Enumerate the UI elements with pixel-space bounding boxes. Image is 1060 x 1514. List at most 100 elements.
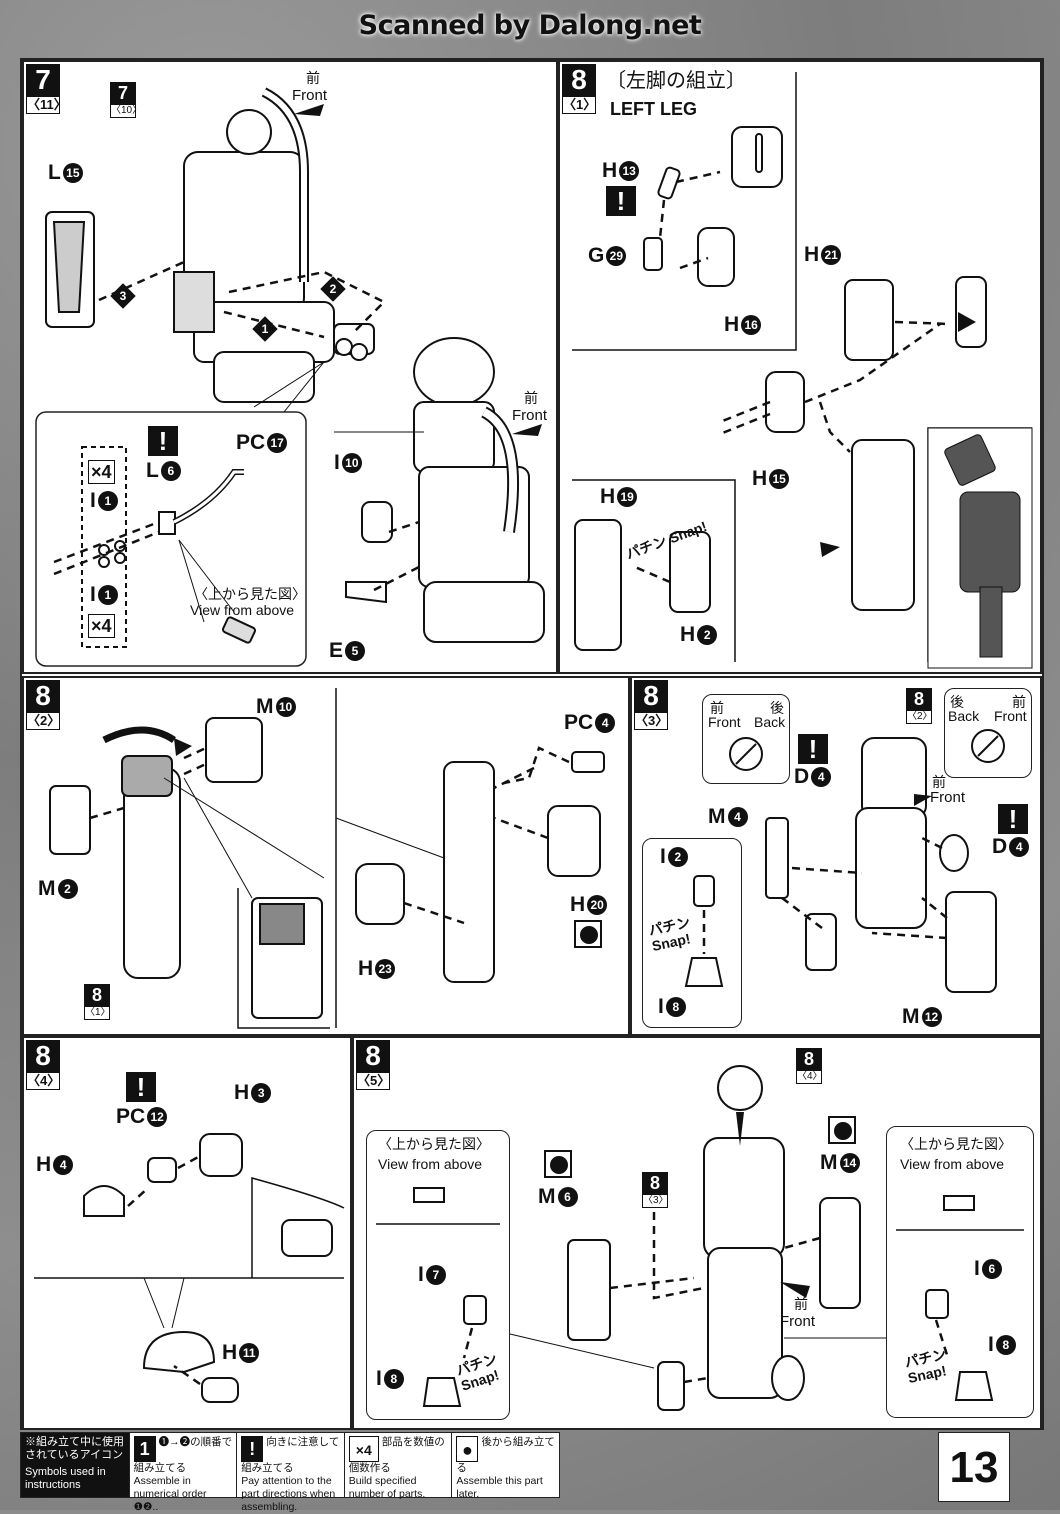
front-label-en-3: Front xyxy=(930,789,966,806)
page-number: 13 xyxy=(938,1432,1010,1502)
step-badge-8-3: 8〈3〉 xyxy=(634,680,669,730)
order-2-text: 2 xyxy=(330,282,337,296)
order-icon: 1 xyxy=(133,1436,156,1462)
ref-badge-8-4: 8〈4〉 xyxy=(796,1048,823,1084)
back-label-jp: 後 xyxy=(770,700,784,716)
watermark: Scanned by Dalong.net xyxy=(358,10,702,41)
assemble-later-icon xyxy=(574,920,602,948)
assemble-later-icon xyxy=(544,1150,572,1178)
legend-header: ※組み立て中に使用されているアイコン Symbols used in instr… xyxy=(21,1433,129,1497)
view-above-en: View from above xyxy=(378,1156,483,1172)
front-label-en-2: Front xyxy=(512,407,548,424)
front-label-jp: 前 xyxy=(306,70,320,86)
back-label-en: Back xyxy=(754,714,786,730)
front-label-en: Front xyxy=(708,714,741,730)
step-title-en: LEFT LEG xyxy=(610,99,697,119)
view-above-jp-2: 〈上から見た図〉 xyxy=(900,1136,1012,1152)
attention-icon-2: ! xyxy=(998,804,1028,834)
back-label-en-2: Back xyxy=(948,708,980,724)
panel-7-drawing: 3 2 1 xyxy=(35,87,545,667)
order-1-text: 1 xyxy=(262,322,269,336)
ref-badge-8-3: 8〈3〉 xyxy=(642,1172,669,1208)
front-label-en: Front xyxy=(780,1313,816,1330)
ref-badge-8-1: 8〈1〉 xyxy=(84,984,111,1020)
step-badge-7: 7〈11〉 xyxy=(26,64,67,114)
attention-icon: ! xyxy=(798,734,828,764)
panel-step-8-2: 8〈2〉 xyxy=(22,676,630,1036)
quantity-icon: ×4 xyxy=(348,1436,379,1462)
order-3-text: 3 xyxy=(120,289,127,303)
attention-icon: ! xyxy=(148,426,178,456)
callout-right xyxy=(886,1126,1034,1418)
front-label-en-2: Front xyxy=(994,708,1027,724)
view-above-jp: 〈上から見た図〉 xyxy=(378,1136,490,1152)
panel-8-3-drawing xyxy=(684,729,1005,993)
panel-8-5-drawing xyxy=(376,1065,1024,1411)
front-label-en: Front xyxy=(292,87,328,104)
front-label-jp-3: 前 xyxy=(932,774,946,790)
legend-item-later: ●後から組み立てる Assemble this part later. xyxy=(451,1433,559,1500)
panel-8-1-drawing xyxy=(572,72,1033,669)
attention-icon: ! xyxy=(606,186,636,216)
callout-i2-i8 xyxy=(642,838,742,1028)
attention-icon: ! xyxy=(126,1072,156,1102)
legend-item-attention: !向きに注意して組み立てる Pay attention to the part … xyxy=(236,1433,344,1513)
view-above-en: View from above xyxy=(190,602,295,618)
assemble-later-icon: ● xyxy=(456,1436,479,1462)
view-above-jp: 〈上から見た図〉 xyxy=(194,586,306,602)
step-badge-8-5: 8〈5〉 xyxy=(356,1040,391,1090)
symbol-legend: ※組み立て中に使用されているアイコン Symbols used in instr… xyxy=(20,1432,560,1513)
step-badge-8-2: 8〈2〉 xyxy=(26,680,61,730)
front-label-jp: 前 xyxy=(794,1296,808,1312)
qty-x4-top: ×4 xyxy=(88,460,115,484)
view-above-en-2: View from above xyxy=(900,1156,1005,1172)
panel-8-4-drawing xyxy=(34,1133,345,1403)
assemble-later-icon-2 xyxy=(828,1116,856,1144)
attention-icon: ! xyxy=(241,1436,264,1462)
panel-step-7: 7〈11〉 7〈10〉 xyxy=(22,60,558,674)
step-badge-8-1: 8〈1〉 xyxy=(562,64,597,114)
front-label-jp: 前 xyxy=(710,700,724,716)
front-label-jp-2: 前 xyxy=(524,390,538,406)
step-badge-8-4: 8〈4〉 xyxy=(26,1040,61,1090)
panel-step-8-3: 8〈3〉 前 Front 後 Back 後 xyxy=(630,676,1042,1036)
panel-step-8-5: 8〈5〉 xyxy=(352,1036,1042,1430)
front-label-jp-2: 前 xyxy=(1012,694,1026,710)
panel-step-8-1: 8〈1〉 〔左脚の組立〕 LEFT LEG xyxy=(558,60,1042,674)
ref-badge-8-2: 8〈2〉 xyxy=(906,688,933,724)
